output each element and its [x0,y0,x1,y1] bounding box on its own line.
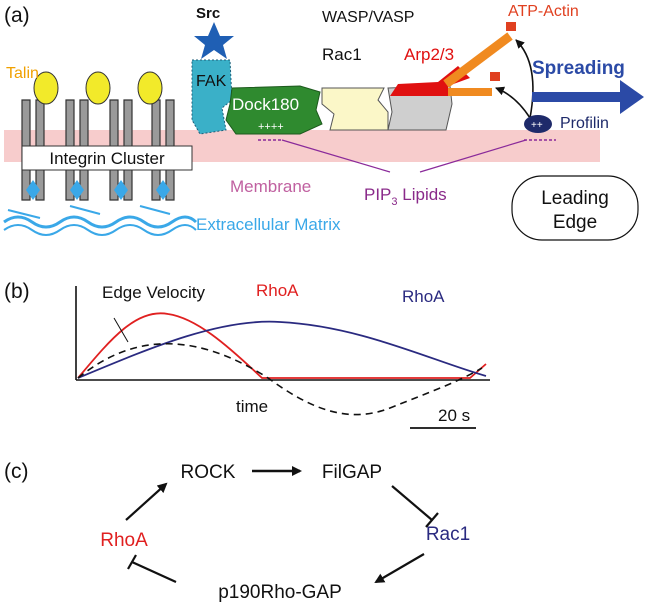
talin-heads [33,71,163,105]
scale-bar-label: 20 s [438,406,470,425]
leading-edge-box [511,175,639,241]
panel-a: (a) Talin [3,3,644,241]
edge-velocity-label: Edge Velocity [102,283,206,302]
profilin-label: Profilin [560,115,609,132]
panel-b-label: (b) [4,280,30,303]
arp23-label: Arp2/3 [404,45,454,64]
leading-edge-line2: Edge [553,212,597,233]
rhoa-red-label: RhoA [256,281,299,300]
pip3-connector [281,139,391,173]
rac1-box [321,87,389,131]
ecm-diamond [26,180,40,200]
rhoa-node: RhoA [100,530,148,551]
edge-velocity-curve [77,343,483,416]
membrane-label: Membrane [230,177,311,196]
wasp-vasp-label: WASP/VASP [322,9,414,26]
talin-head [33,71,59,105]
pip3-label: PIP3 Lipids [364,185,447,208]
ecm-fiber [7,205,171,219]
rhoa-red-curve [77,312,487,379]
filgap-node: FilGAP [322,462,382,483]
ecm-diamond [70,180,84,200]
ecm-diamond [114,180,128,200]
panel-c-label: (c) [4,460,29,483]
panel-a-label: (a) [4,4,30,27]
rac1-label: Rac1 [322,45,362,64]
p190-inhibits-rhoa [131,560,177,584]
panel-c: (c) ROCK FilGAP Rac1 p190Rho-GAP RhoA [4,460,470,603]
atp-monomer [490,72,500,81]
actin-supply-arrow [495,86,531,119]
rock-node: ROCK [181,462,236,483]
filgap-inhibits-rac1 [391,485,433,521]
filgap-inhibits-rac1-bar [425,512,439,528]
fak-label: FAK [196,73,227,90]
time-label: time [236,397,268,416]
ecm-label: Extracellular Matrix [196,215,341,234]
profilin-shape [524,115,552,133]
arp23-shape [390,66,470,96]
edge-velocity-pointer [113,317,129,343]
pip3-connector [419,139,527,173]
atp-monomer [506,22,516,31]
dock180-shape [225,85,323,135]
ecm-diamonds [26,180,170,200]
ecm-diamond [156,180,170,200]
panel-b: (b) Edge Velocity RhoA RhoA time 20 s [4,280,490,429]
rhoa-blue-curve [77,320,487,379]
talin-head [85,71,111,105]
src-label: Src [196,5,220,22]
profilin-charges: ++ [531,120,543,131]
rhoa-to-rock-arrow [125,482,168,521]
talin-head [137,71,163,105]
rac1-to-p190-arrow [374,553,425,584]
actin-supply-arrow [515,39,534,119]
rac1-node: Rac1 [426,524,470,545]
ecm-fiber [3,215,198,229]
ecm-fiber [3,224,197,236]
integrin-cluster-box [21,145,193,171]
leading-edge-line1: Leading [541,188,609,209]
dock180-label: Dock180 [232,95,299,114]
p190-inhibits-rhoa-bar [127,554,137,570]
actin-filament [443,32,513,88]
src-star [194,22,234,59]
integrin-cluster-label: Integrin Cluster [49,149,165,168]
spreading-label: Spreading [532,58,625,79]
rhoa-blue-label: RhoA [402,287,445,306]
spreading-arrow [532,80,644,114]
dock180-charges: ++++ [258,121,284,133]
p190-node: p190Rho-GAP [218,582,342,603]
talin-label: Talin [6,65,39,82]
atp-actin-label: ATP-Actin [508,3,579,20]
fak-shape [191,59,233,135]
